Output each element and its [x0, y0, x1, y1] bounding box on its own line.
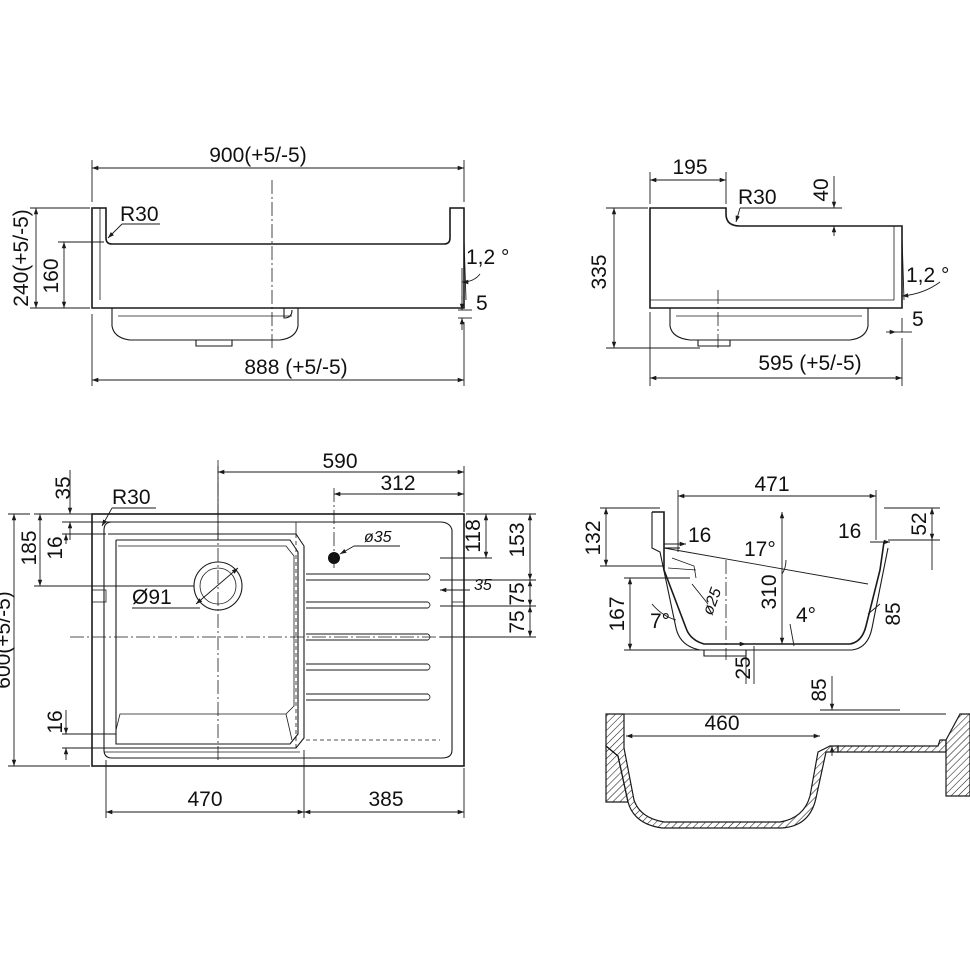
cross-section-hatched-wall	[605, 713, 970, 829]
plan-tap-hole-label: ø35	[364, 529, 392, 546]
plan-view: 590 312 35 R30 185 16	[0, 450, 536, 818]
plan-drainer-width-label: 385	[368, 788, 403, 811]
side-height-label: 335	[588, 254, 611, 289]
plan-waste-label: Ø91	[132, 586, 172, 609]
side-height-dimension: 335	[588, 207, 700, 349]
side-step-depth-dimension: 40	[744, 176, 842, 236]
section-bowl-depth-label: 310	[758, 574, 781, 609]
front-bowl-height-label: 160	[40, 258, 63, 293]
front-angle-callout: 1,2 °	[461, 239, 509, 301]
plan-bowl-edge-dimension: 16	[44, 533, 106, 560]
cross-bowl-width-label: 460	[704, 712, 739, 735]
plan-tap-hole-callout: ø35	[339, 529, 400, 555]
section-right-drop-label: 52	[908, 512, 931, 535]
plan-bottom-dimensions: 470 385	[105, 750, 465, 818]
section-outlet-width-label: 25	[732, 656, 755, 679]
front-view-outline	[91, 180, 465, 350]
plan-drainer-inner-label: 312	[380, 472, 415, 495]
cross-bowl-width-dimension: 460	[626, 712, 820, 739]
plan-edge-top-dimension: 35	[52, 470, 104, 540]
cross-top-drop-dimension: 85	[808, 676, 900, 756]
plan-right-top2-label: 153	[506, 522, 529, 557]
plan-drainer-inner-dimension: 312	[334, 472, 464, 497]
front-base-width-dimension: 888 (+5/-5)	[91, 314, 465, 386]
front-height-label: 240(+5/-5)	[10, 209, 33, 306]
front-width-label: 900(+5/-5)	[209, 144, 306, 167]
section-right-radius-callout: 85	[867, 602, 905, 626]
plan-radius-label: R30	[112, 486, 151, 509]
plan-bowl-width-label: 470	[187, 788, 222, 811]
section-bottom-angle-callout: 4°	[789, 604, 816, 647]
section-left-angle-label: 7°	[650, 610, 670, 633]
plan-bowl-edge-bottom-label: 16	[44, 710, 67, 733]
plan-right-small-label: 35	[474, 577, 492, 594]
front-base-width-label: 888 (+5/-5)	[244, 356, 347, 379]
side-thickness-dimension: 5	[886, 308, 924, 335]
section-bowl-depth-dimension: 310	[758, 511, 785, 644]
plan-drainer-length-dimension: 590	[217, 450, 465, 540]
plan-bowl-edge-label: 16	[44, 536, 67, 559]
plan-depth-dimension: 600(+5/-5)	[0, 513, 90, 767]
plan-right-75a-label: 75	[506, 582, 529, 605]
plan-edge-top-label: 35	[52, 476, 75, 499]
section-left-height-dimension: 132	[582, 507, 664, 567]
side-radius-label: R30	[738, 186, 777, 209]
section-right-drop-dimension: 52	[884, 507, 940, 570]
side-depth-label: 595 (+5/-5)	[758, 352, 861, 375]
plan-radius-callout: R30	[101, 486, 156, 527]
plan-bowl-offset-label: 185	[18, 530, 41, 565]
section-left-angle-callout: 7°	[650, 603, 677, 633]
plan-right-75b-label: 75	[506, 610, 529, 633]
section-rim-right-label: 16	[838, 520, 861, 543]
section-left-height-label: 132	[582, 520, 605, 555]
plan-depth-label: 600(+5/-5)	[0, 591, 15, 688]
section-view: 471 132 16 17° 16 52	[582, 473, 940, 684]
side-angle-callout: 1,2 °	[901, 235, 949, 301]
front-height-dimension: 240(+5/-5)	[10, 207, 90, 309]
section-outlet-label: ø25	[700, 586, 725, 618]
plan-view-outline	[70, 460, 465, 767]
front-bowl-height-dimension: 160	[40, 241, 104, 308]
front-thickness-label: 5	[476, 292, 488, 315]
front-width-dimension: 900(+5/-5)	[91, 144, 465, 202]
plan-right-top-label: 118	[462, 519, 485, 552]
front-view: 900(+5/-5) 240(+5/-5) 160 R30 1,2 °	[10, 144, 509, 386]
section-outlet-callout: ø25	[691, 583, 725, 618]
section-outer-height-dimension: 167	[606, 577, 704, 651]
front-thickness-dimension: 5	[458, 292, 488, 330]
side-view: 195 R30 40 335 1,2 ° 5	[588, 156, 949, 386]
plan-bowl-edge-bottom-dimension: 16	[44, 710, 116, 760]
side-view-outline	[649, 207, 903, 350]
plan-drainer-length-label: 590	[322, 450, 357, 473]
section-bowl-width-label: 471	[754, 473, 789, 496]
section-rim-left-dimension: 16	[664, 524, 711, 547]
front-radius-label: R30	[120, 203, 159, 226]
section-slope-label: 17°	[744, 538, 776, 561]
section-bowl-width-dimension: 471	[677, 473, 877, 552]
section-rim-left-label: 16	[688, 524, 711, 547]
cross-top-drop-label: 85	[808, 678, 831, 701]
section-outlet-width-dimension: 25	[730, 641, 755, 684]
section-rim-right-dimension: 16	[838, 520, 890, 545]
side-step-depth-label: 40	[810, 178, 833, 201]
plan-right-dimensions: 118 153 35 75 75	[440, 513, 536, 638]
section-right-radius-label: 85	[882, 602, 905, 625]
plan-bowl-offset-dimension: 185	[18, 513, 194, 587]
plan-waste-callout: Ø91	[132, 567, 239, 609]
front-angle-label: 1,2 °	[466, 246, 509, 269]
section-bottom-angle-label: 4°	[796, 604, 816, 627]
side-thickness-label: 5	[912, 308, 924, 331]
side-depth-dimension: 595 (+5/-5)	[649, 312, 903, 386]
side-angle-label: 1,2 °	[906, 264, 949, 287]
front-radius-callout: R30	[107, 203, 160, 239]
side-step-width-dimension: 195	[649, 156, 727, 204]
cross-section-view: 460 85	[605, 676, 970, 829]
side-step-width-label: 195	[672, 156, 707, 179]
side-radius-callout: R30	[735, 186, 784, 223]
section-outer-height-label: 167	[606, 596, 629, 631]
